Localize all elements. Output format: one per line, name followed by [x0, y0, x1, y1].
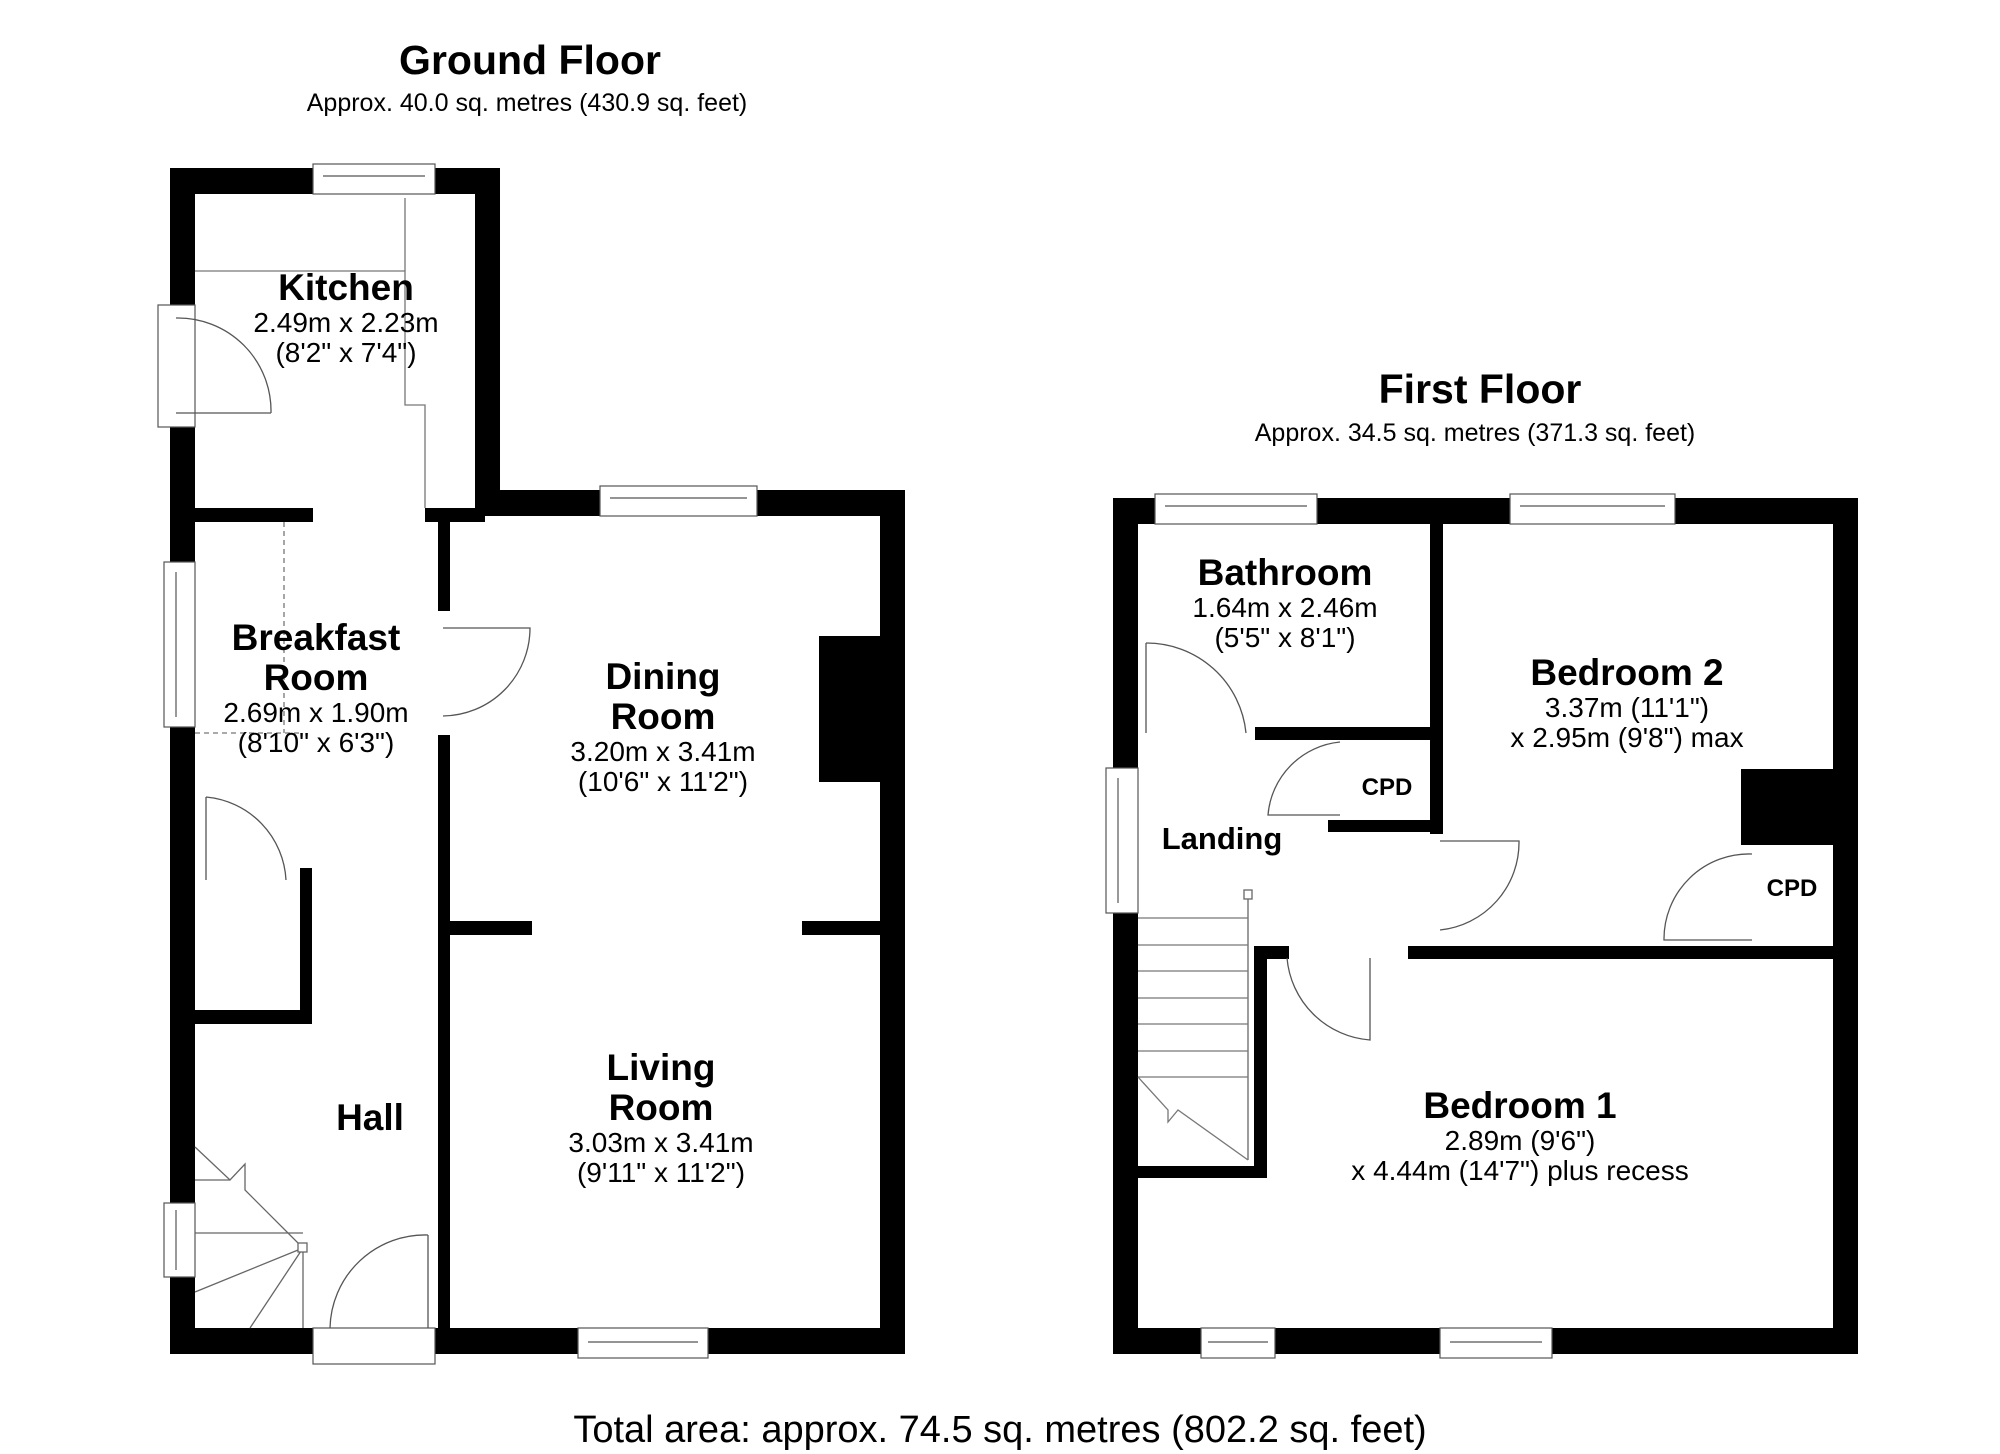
room-living-room: Living Room 3.03m x 3.41m (9'11" x 11'2"…	[568, 1048, 753, 1188]
room-name: Bedroom 1	[1423, 1085, 1617, 1126]
ground-floor-area: Approx. 40.0 sq. metres (430.9 sq. feet)	[306, 89, 748, 117]
room-dining-room: Dining Room 3.20m x 3.41m (10'6" x 11'2"…	[570, 657, 755, 797]
room-dimensions-metric: 1.64m x 2.46m	[1192, 591, 1378, 623]
room-dimensions-imperial: (5'5" x 8'1")	[1214, 622, 1356, 654]
room-breakfast-room: Breakfast Room 2.69m x 1.90m (8'10" x 6'…	[223, 618, 408, 758]
room-bedroom-2: Bedroom 2 3.37m (11'1") x 2.95m (9'8") m…	[1510, 653, 1743, 753]
room-dimensions-imperial: (10'6" x 11'2")	[577, 766, 749, 798]
total-area: Total area: approx. 74.5 sq. metres (802…	[573, 1409, 1427, 1451]
cupboard-bedroom-2: CPD	[1766, 875, 1818, 902]
room-dimensions-imperial: (8'10" x 6'3")	[237, 727, 395, 759]
room-name: Landing	[1161, 821, 1283, 856]
room-dimensions-metric: 3.03m x 3.41m	[568, 1126, 754, 1158]
room-dimensions-line2: x 4.44m (14'7") plus recess	[1351, 1155, 1689, 1187]
cupboard-landing: CPD	[1361, 774, 1413, 801]
first-floor-title: First Floor	[1378, 366, 1582, 412]
room-dimensions-metric: 2.69m x 1.90m	[223, 696, 409, 728]
room-name: Bathroom	[1197, 552, 1373, 593]
room-name-line2: Room	[263, 656, 369, 698]
room-name: Hall	[336, 1097, 404, 1138]
room-bedroom-1: Bedroom 1 2.89m (9'6") x 4.44m (14'7") p…	[1351, 1086, 1688, 1186]
room-kitchen: Kitchen 2.49m x 2.23m (8'2" x 7'4")	[253, 268, 438, 368]
room-dimensions-line1: 3.37m (11'1")	[1544, 691, 1710, 723]
room-dimensions-metric: 3.20m x 3.41m	[570, 735, 756, 767]
room-bathroom: Bathroom 1.64m x 2.46m (5'5" x 8'1")	[1192, 553, 1377, 653]
ground-floor-door-swings	[175, 198, 531, 1329]
room-name-line1: Breakfast	[231, 617, 401, 658]
room-name: Kitchen	[278, 267, 414, 308]
first-floor-area: Approx. 34.5 sq. metres (371.3 sq. feet)	[1254, 419, 1696, 447]
room-dimensions-metric: 2.49m x 2.23m	[253, 306, 439, 338]
room-landing: Landing	[1161, 821, 1283, 856]
ground-floor-walls	[170, 168, 905, 1354]
room-name-line1: Living	[606, 1047, 716, 1088]
first-floor-openings	[1105, 493, 1676, 1359]
room-dimensions-line1: 2.89m (9'6")	[1444, 1124, 1596, 1156]
room-name: Bedroom 2	[1530, 652, 1724, 693]
room-name-line2: Room	[608, 1086, 714, 1128]
room-name-line2: Room	[610, 695, 716, 737]
ground-floor-openings	[157, 163, 758, 1365]
first-floor-door-swings	[1137, 642, 1753, 1161]
ground-floor-title: Ground Floor	[399, 37, 661, 83]
room-dimensions-line2: x 2.95m (9'8") max	[1510, 722, 1744, 754]
room-dimensions-imperial: (9'11" x 11'2")	[576, 1157, 746, 1189]
room-hall: Hall	[336, 1098, 404, 1138]
room-name-line1: Dining	[605, 656, 721, 697]
room-dimensions-imperial: (8'2" x 7'4")	[275, 337, 417, 369]
